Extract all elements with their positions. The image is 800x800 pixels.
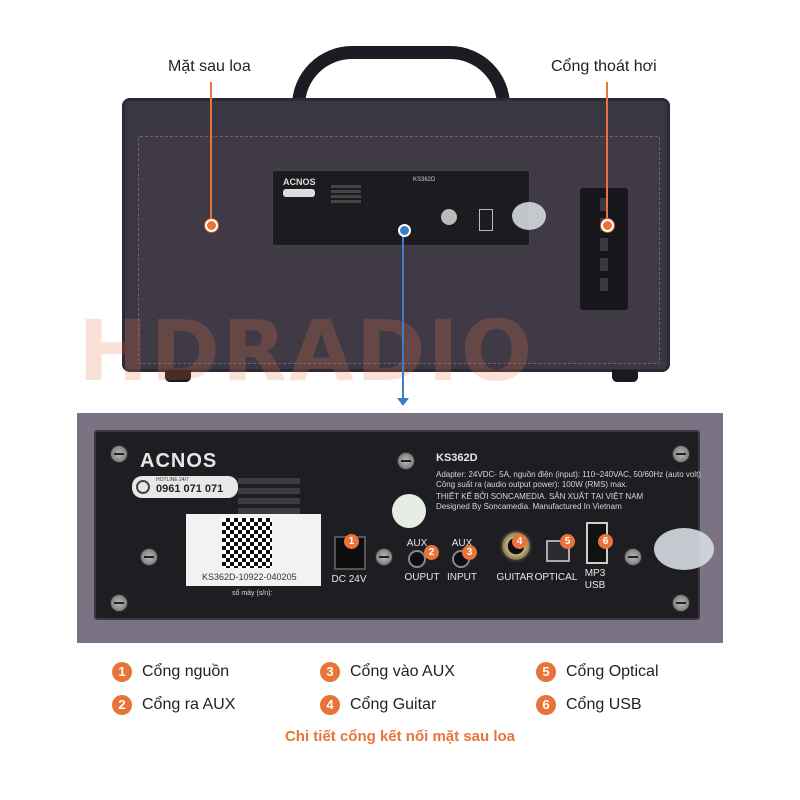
spec-line-1: Adapter: 24VDC- 5A, nguồn điện (input): … (436, 470, 701, 479)
hotline-caption: HOTLINE 24/7 (156, 477, 189, 483)
hologram-sticker-small (512, 202, 546, 230)
grille-small (331, 185, 361, 203)
vent-leader-line (606, 82, 608, 222)
legend-badge-2: 2 (112, 695, 132, 715)
phone-icon (136, 480, 150, 494)
legend-badge-3: 3 (320, 662, 340, 682)
watermark: HDRADIO (78, 302, 535, 400)
speaker-foot-left (165, 370, 191, 382)
serial-number: KS362D-10922-040205 (202, 572, 297, 582)
guitar-label: GUITAR (496, 572, 534, 583)
grille-slot (238, 478, 300, 484)
screw-icon (110, 445, 128, 463)
back-panel-callout: Mặt sau loa (168, 58, 251, 75)
legend-badge-5: 5 (536, 662, 556, 682)
certification-sticker (392, 494, 426, 528)
zoom-pointer-line (402, 230, 404, 404)
caption: Chi tiết cổng kết nối mặt sau loa (284, 728, 516, 745)
usb-small (479, 209, 493, 231)
usb-label-mp3: MP3 (584, 568, 606, 579)
legend-text-2: Cổng ra AUX (142, 696, 236, 713)
aux-out-label: OUPUT (404, 572, 440, 583)
screw-icon (672, 445, 690, 463)
screw-icon (397, 452, 415, 470)
port-badge-2: 2 (424, 545, 439, 560)
grille-slot (238, 498, 300, 504)
screw-icon (375, 548, 393, 566)
vent-callout: Cổng thoát hơi (551, 58, 657, 75)
guitar-jack-small (441, 209, 457, 225)
spec-line-4: Designed By Soncamedia. Manufactured In … (436, 502, 622, 511)
model-small: KS362D (413, 177, 436, 183)
legend-text-5: Cổng Optical (566, 663, 659, 680)
serial-sticker: KS362D-10922-040205 (186, 514, 321, 586)
hologram-sticker (654, 528, 714, 570)
vent-leader-dot (601, 219, 614, 232)
legend-text-6: Cổng USB (566, 696, 642, 713)
hotline-sticker: HOTLINE 24/7 0961 071 071 (132, 476, 238, 498)
screw-icon (672, 594, 690, 612)
legend-text-1: Cổng nguồn (142, 663, 230, 680)
legend-badge-4: 4 (320, 695, 340, 715)
spec-line-2: Công suất ra (audio output power): 100W … (436, 480, 628, 489)
speaker-foot-right (612, 370, 638, 382)
aux-output-jack (408, 550, 426, 568)
optical-label: OPTICAL (534, 572, 578, 583)
port-badge-1: 1 (344, 534, 359, 549)
aux-out-top: AUX (406, 538, 428, 549)
legend-text-3: Cổng vào AUX (350, 663, 455, 680)
hotline-number: 0961 071 071 (156, 483, 224, 495)
screw-icon (110, 594, 128, 612)
model-number: KS362D (436, 452, 478, 464)
brand-small: ACNOS (283, 177, 316, 187)
brand-logo: ACNOS (140, 450, 218, 472)
grille-slot (238, 508, 300, 514)
port-badge-3: 3 (462, 545, 477, 560)
serial-label: số máy (s/n): (232, 590, 273, 597)
usb-label-usb: USB (584, 580, 606, 591)
spec-line-3: THIẾT KẾ BỞI SONCAMEDIA. SẢN XUẤT TẠI VI… (436, 492, 644, 501)
legend-text-4: Cổng Guitar (350, 696, 437, 713)
qr-code (222, 518, 272, 568)
port-badge-5: 5 (560, 534, 575, 549)
hotline-sticker-small (283, 189, 315, 197)
air-vent (580, 188, 628, 310)
port-badge-4: 4 (512, 534, 527, 549)
grille-slot (238, 488, 300, 494)
back-leader-dot (205, 219, 218, 232)
screw-icon (624, 548, 642, 566)
zoom-pointer-dot (398, 224, 411, 237)
back-leader-line (210, 82, 212, 222)
aux-in-label: INPUT (447, 572, 477, 583)
legend-badge-6: 6 (536, 695, 556, 715)
legend-badge-1: 1 (112, 662, 132, 682)
port-badge-6: 6 (598, 534, 613, 549)
zoom-pointer-arrow (397, 398, 409, 406)
dc-port-label: DC 24V (331, 574, 367, 585)
screw-icon (140, 548, 158, 566)
aux-in-top: AUX (451, 538, 473, 549)
